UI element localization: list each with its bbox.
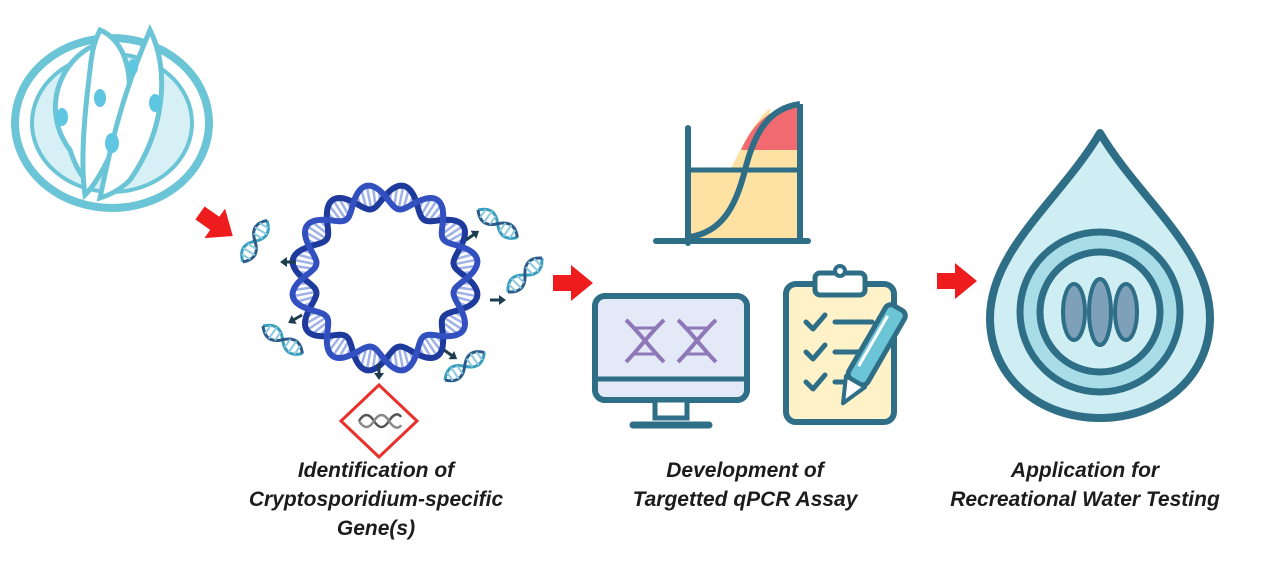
- mini-helix-icon: [235, 215, 275, 267]
- base-pair-rung: [442, 315, 464, 332]
- arrow-icon: [284, 309, 306, 329]
- checklist-clipboard-icon: [783, 264, 908, 425]
- right-arrow-icon: [189, 198, 244, 251]
- target-gene-diamond-icon: [338, 382, 420, 460]
- base-pair-rung: [453, 258, 478, 266]
- base-pair-rung: [331, 335, 348, 357]
- base-pair-rung: [365, 185, 373, 210]
- step-2-caption-line-2: Targetted qPCR Assay: [632, 488, 858, 511]
- base-pair-rung: [422, 199, 439, 221]
- circular-dna-genome-icon: [235, 182, 549, 388]
- pen-icon: [841, 302, 908, 406]
- base-pair-rung: [397, 185, 405, 210]
- mini-helix-icon: [257, 318, 308, 361]
- base-pair-rung: [422, 335, 439, 357]
- base-pair-rung: [306, 224, 328, 241]
- arrow-icon: [488, 293, 508, 307]
- dna-monitor-icon: [592, 293, 750, 429]
- mini-helix-icon: [472, 202, 523, 245]
- base-pair-rung: [292, 258, 317, 266]
- step-1-caption-line-2: Cryptosporidium-specific: [248, 488, 504, 511]
- parasite-culture-dish-icon: [11, 24, 213, 212]
- dna-strand: [289, 182, 481, 374]
- water-drop-oocyst-icon: [986, 129, 1214, 422]
- base-pair-rung: [306, 315, 328, 332]
- step-2-caption: Development of Targetted qPCR Assay: [605, 456, 885, 514]
- step-3-caption-line-1: Application for: [1010, 459, 1160, 482]
- right-arrow-icon: [553, 265, 593, 301]
- amplification-curve-chart-icon: [653, 101, 811, 246]
- base-pair-rung: [331, 199, 348, 221]
- base-pair-rung: [365, 346, 373, 371]
- step-3-caption-line-2: Recreational Water Testing: [950, 488, 1220, 511]
- step-1-caption: Identification of Cryptosporidium-specif…: [249, 456, 503, 543]
- base-pair-rung: [453, 290, 478, 298]
- base-pair-rung: [442, 224, 464, 241]
- right-arrow-icon: [937, 263, 977, 299]
- dna-strand: [289, 182, 481, 374]
- step-1-caption-line-3: Gene(s): [336, 517, 416, 540]
- step-2-caption-line-1: Development of: [666, 459, 824, 482]
- base-pair-rung: [397, 346, 405, 371]
- base-pair-rung: [292, 290, 317, 298]
- step-3-caption: Application for Recreational Water Testi…: [930, 456, 1240, 514]
- mini-helix-icon: [501, 251, 549, 299]
- step-1-caption-line-1: Identification of: [297, 459, 455, 482]
